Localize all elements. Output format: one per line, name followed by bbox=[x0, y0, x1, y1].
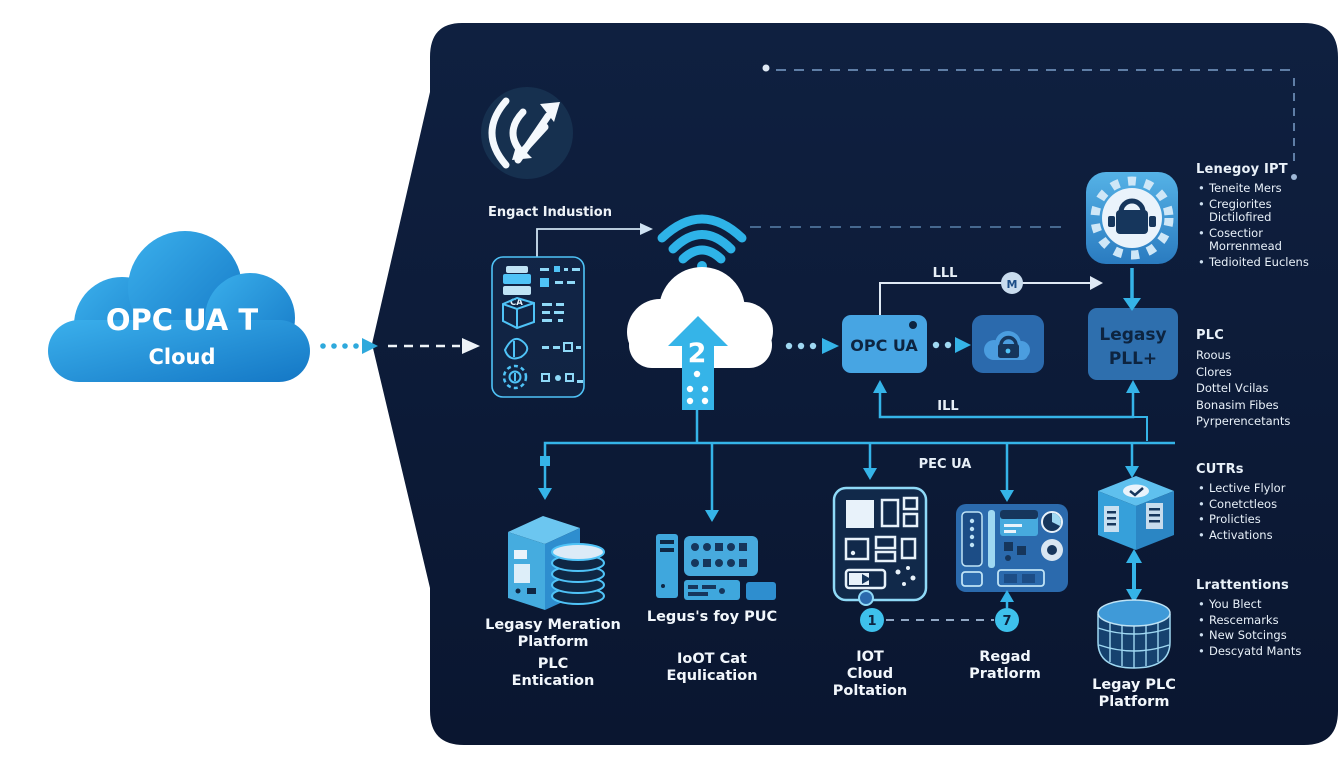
ill-label: ILL bbox=[937, 399, 958, 414]
disk-stack-icon bbox=[551, 543, 605, 605]
list-item: Descyatd Mants bbox=[1196, 644, 1336, 659]
label-to-wifi-connector bbox=[536, 223, 653, 257]
lll-label: LLL bbox=[933, 266, 958, 281]
node-right-glyph: 7 bbox=[1002, 614, 1011, 629]
list-item: Tedioited Euclens bbox=[1196, 255, 1314, 270]
lll-link: LLL M bbox=[879, 266, 1103, 315]
list-plc-heading: PLC bbox=[1196, 328, 1224, 343]
list-item: Clores bbox=[1196, 364, 1232, 379]
list-item: Cregiorites Dictilofired bbox=[1196, 197, 1314, 225]
caption-plc-entication-2: Entication bbox=[512, 673, 595, 689]
list-cutrs: CUTRs Lective Flylor Conetctleos Prolict… bbox=[1196, 462, 1336, 544]
source-cloud: OPC UA T Cloud bbox=[48, 231, 310, 382]
bus-line: PEC UA bbox=[538, 408, 1175, 522]
server-icon: CA bbox=[503, 266, 531, 308]
list-item: Dottel Vcilas bbox=[1196, 381, 1269, 395]
shield-gear-icon bbox=[1086, 172, 1178, 264]
legacy-box-line1: Legasy bbox=[1099, 325, 1166, 345]
list-plc: PLC Roous Clores Dottel Vcilas Bonasim F… bbox=[1196, 328, 1344, 431]
list-item: Bonasim Fibes bbox=[1196, 397, 1279, 412]
cone-icon bbox=[503, 337, 529, 360]
caption-legacy-migration-1: Legasy Meration bbox=[485, 617, 621, 633]
list-item: Activations bbox=[1196, 528, 1336, 543]
cube-dome-sync-arrow bbox=[1126, 549, 1142, 603]
mesh-dome-icon bbox=[1097, 599, 1171, 669]
node-circle-left bbox=[860, 608, 884, 632]
opc-ua-label: OPC UA bbox=[850, 336, 918, 355]
list-lrattentions: Lrattentions You Blect Rescemarks New So… bbox=[1196, 578, 1336, 660]
gear-icon bbox=[502, 364, 528, 390]
caption-iot-cloud-3: Poltation bbox=[833, 683, 907, 699]
list-legacy-ipt: Lenegoy IPT Teneite Mers Cregiorites Dic… bbox=[1196, 162, 1314, 271]
cloud-lock-icon bbox=[972, 315, 1044, 373]
upload-cloud-icon: 2 bbox=[627, 267, 773, 410]
caption-iot-cat-1: IoOT Cat bbox=[677, 651, 747, 667]
mid-node-icon bbox=[1001, 272, 1023, 294]
sync-arrows-icon bbox=[481, 87, 573, 179]
list-item: Prolicties bbox=[1196, 512, 1336, 527]
legacy-box-line2: PLL+ bbox=[1109, 349, 1157, 369]
caption-gateway-1: Legus's foy PUC bbox=[647, 609, 777, 625]
node-left-glyph: 1 bbox=[867, 614, 876, 629]
list-item: Roous bbox=[1196, 348, 1231, 362]
gateway-device-icon bbox=[656, 534, 776, 600]
iot-tablet-icon bbox=[832, 486, 928, 606]
list-item: Rescemarks bbox=[1196, 613, 1336, 628]
ill-link: ILL bbox=[873, 380, 1148, 441]
caption-iot-cat-2: Equlication bbox=[666, 668, 757, 684]
bus-label: PEC UA bbox=[919, 457, 972, 472]
dashed-guides bbox=[750, 64, 1297, 228]
caption-plc-entication-1: PLC bbox=[538, 656, 569, 672]
caption-legay-plc-2: Platform bbox=[1099, 694, 1170, 710]
list-item: New Sotcings bbox=[1196, 628, 1336, 643]
list-item: You Blect bbox=[1196, 597, 1336, 612]
cloud-to-panel-arrow bbox=[320, 338, 480, 354]
caption-iot-cloud-1: IOT bbox=[856, 649, 884, 665]
node-links: 1 7 bbox=[860, 590, 1019, 632]
up-arrow bbox=[668, 316, 728, 410]
legacy-pll-box: Legasy PLL+ bbox=[1088, 308, 1178, 380]
cloud-to-opc-arrow bbox=[785, 338, 839, 354]
list-item: Cosectior Morrenmead bbox=[1196, 226, 1314, 254]
caption-regad-1: Regad bbox=[979, 649, 1031, 665]
list-legacy-ipt-heading: Lenegoy IPT bbox=[1196, 162, 1288, 177]
opc-to-lock-arrow bbox=[932, 337, 971, 353]
node-circle-right bbox=[995, 608, 1019, 632]
mid-node-glyph: M bbox=[1007, 278, 1018, 291]
caption-iot-cloud-2: Cloud bbox=[847, 666, 893, 682]
cube-icon bbox=[502, 296, 535, 330]
list-lrattentions-heading: Lrattentions bbox=[1196, 578, 1289, 593]
device-box-tag: CA bbox=[510, 298, 523, 308]
list-item: Pyrperencetants bbox=[1196, 414, 1291, 428]
caption-legay-plc-1: Legay PLC bbox=[1092, 677, 1176, 693]
legacy-plc-cube-icon bbox=[1098, 476, 1174, 550]
bottom-captions: Legasy Meration Platform PLC Entication … bbox=[485, 609, 1176, 710]
legacy-migration-platform-icon bbox=[508, 516, 605, 610]
control-panel-icon bbox=[956, 504, 1068, 592]
list-item: Conetctleos bbox=[1196, 497, 1336, 512]
shield-to-legacy-arrow bbox=[1123, 268, 1141, 311]
source-cloud-title: OPC UA T bbox=[106, 303, 258, 337]
cloud-arrow-number: 2 bbox=[688, 338, 707, 369]
list-item: Lective Flylor bbox=[1196, 481, 1336, 496]
caption-regad-2: Pratlorm bbox=[969, 666, 1041, 682]
source-cloud-subtitle: Cloud bbox=[148, 345, 215, 369]
opc-ua-box: OPC UA bbox=[842, 315, 927, 373]
caption-legacy-migration-2: Platform bbox=[518, 634, 589, 650]
list-cutrs-heading: CUTRs bbox=[1196, 462, 1244, 477]
panel-top-label: Engact Industion bbox=[488, 205, 612, 220]
device-list-box: CA bbox=[491, 256, 585, 398]
list-item: Teneite Mers bbox=[1196, 181, 1314, 196]
